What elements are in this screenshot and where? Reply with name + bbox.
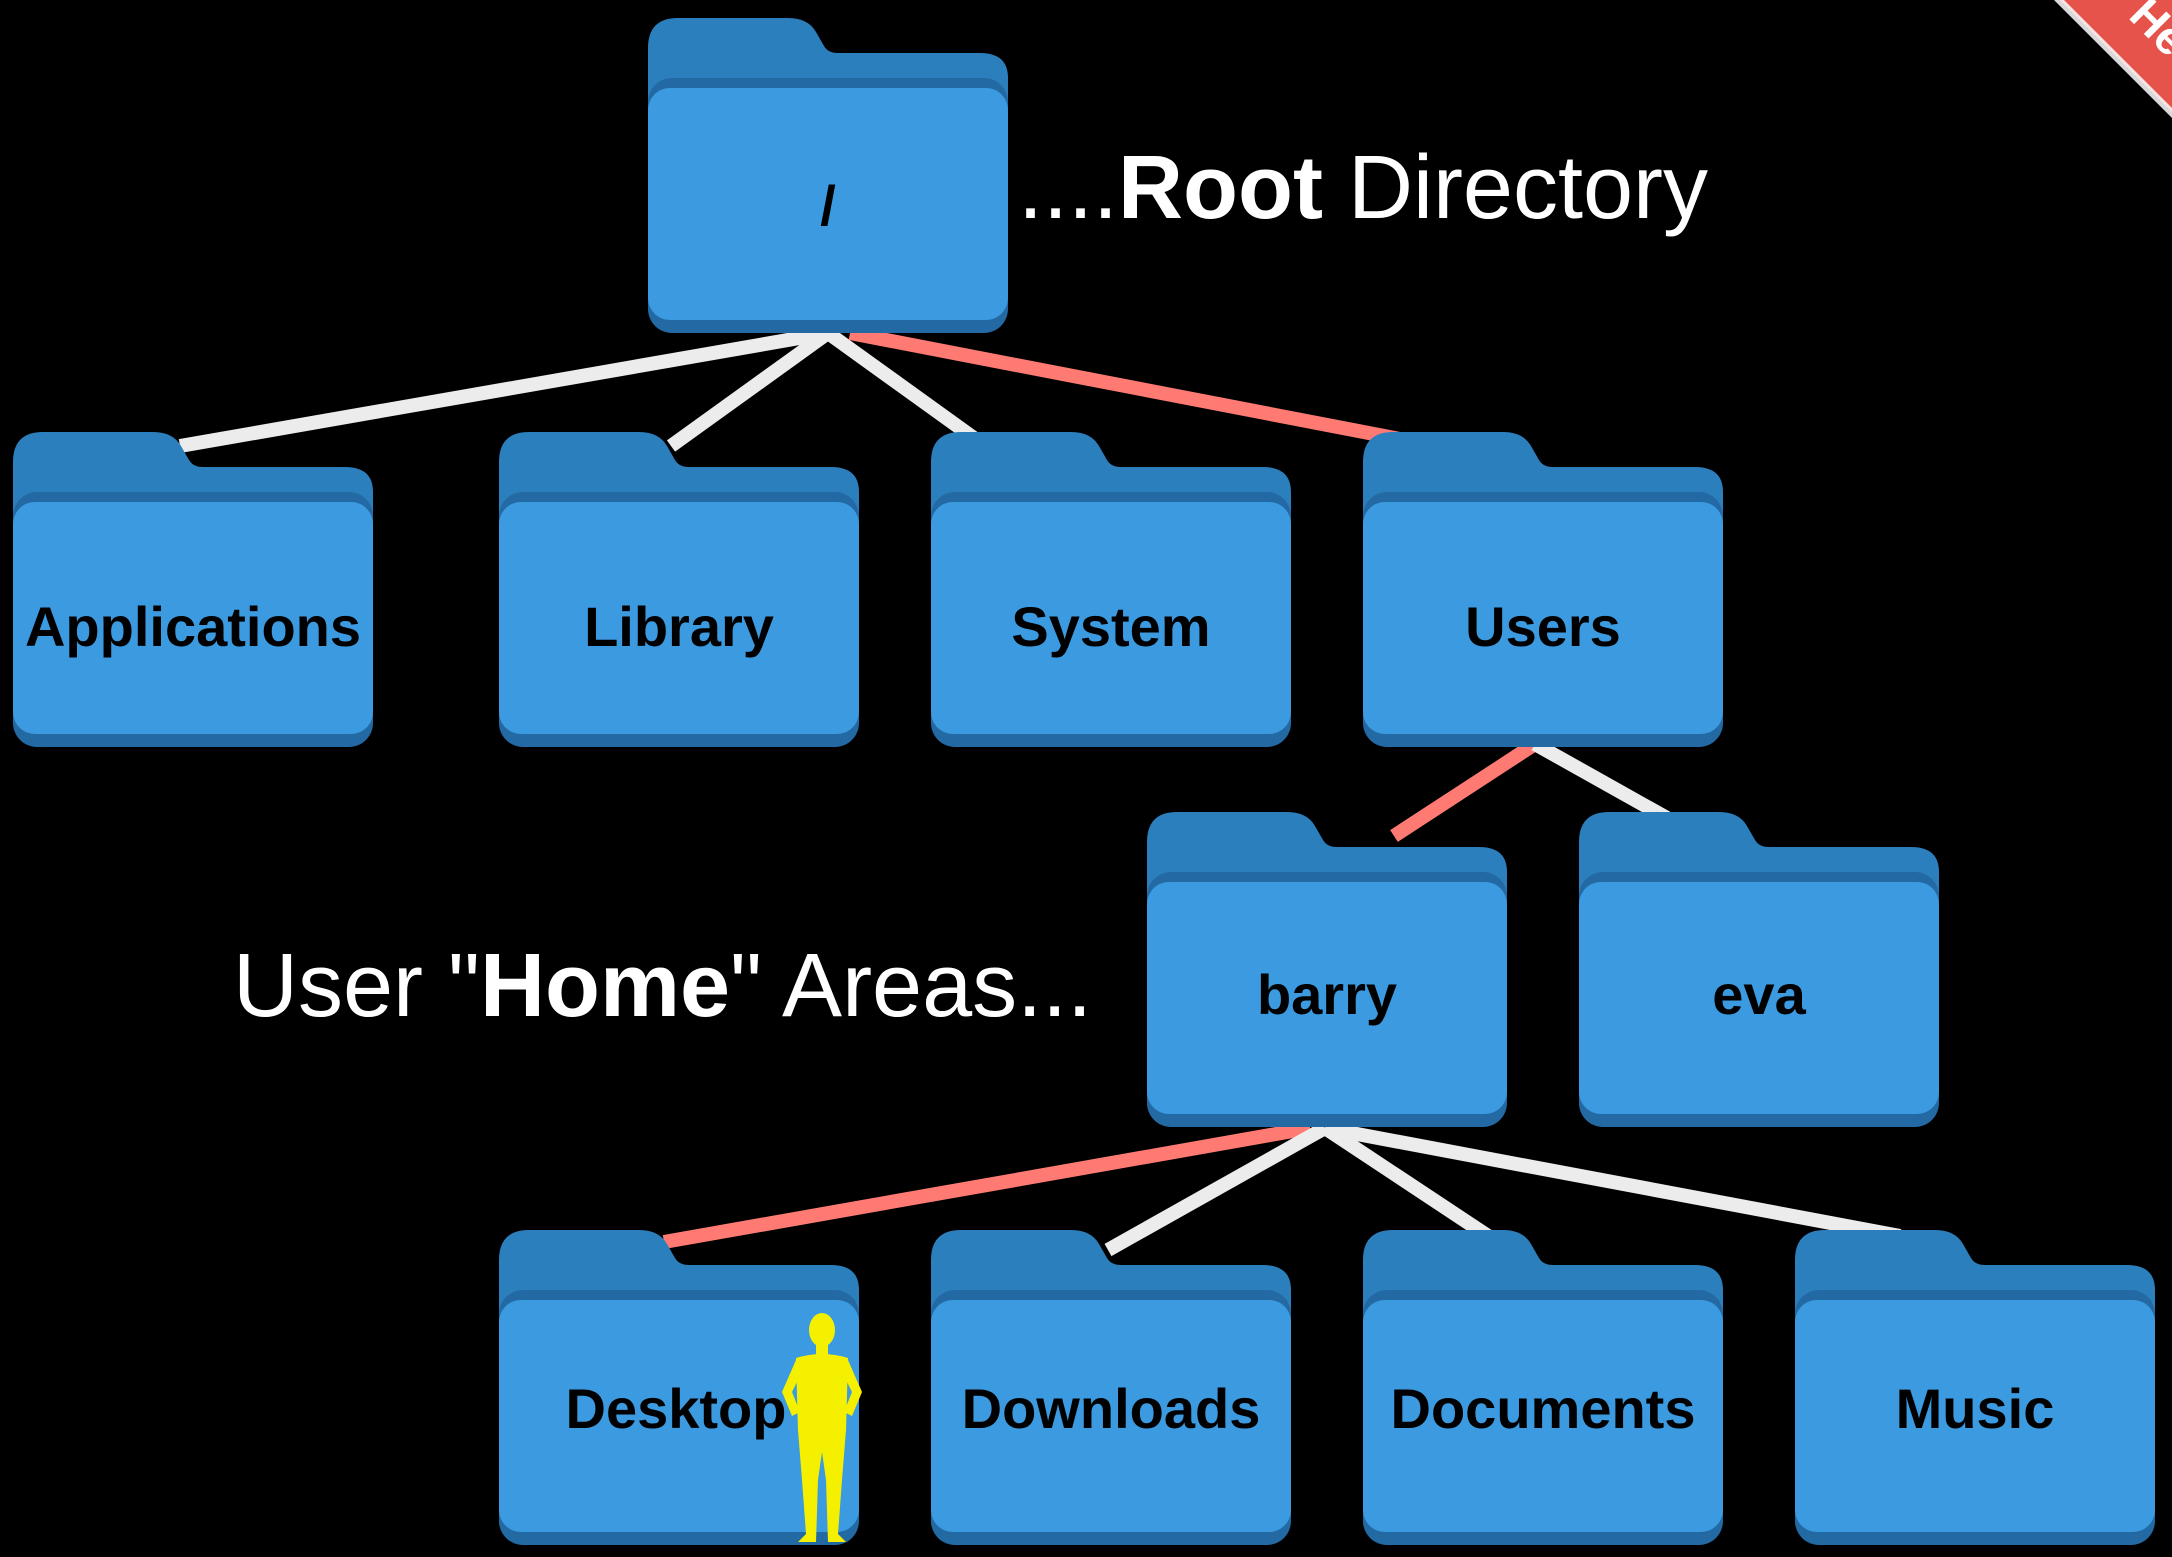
edge-barry-music (1323, 1121, 1902, 1243)
folder-barry[interactable]: barry (1147, 812, 1507, 1127)
edge-root-library (666, 327, 833, 452)
folder-label-eva: eva (1712, 963, 1806, 1026)
folder-music[interactable]: Music (1795, 1230, 2155, 1545)
edge-barry-desktop (662, 1121, 1312, 1249)
folder-label-root: / (820, 174, 836, 237)
edge-users-barry (1390, 738, 1539, 842)
connector-lines (178, 326, 1902, 1257)
folder-label-users: Users (1465, 595, 1621, 658)
folder-label-documents: Documents (1391, 1377, 1696, 1440)
folder-icon (1363, 432, 1723, 747)
folder-icon (13, 432, 373, 747)
folder-label-downloads: Downloads (962, 1377, 1261, 1440)
folder-label-music: Music (1896, 1377, 2055, 1440)
corner-ribbon: He (2054, 0, 2172, 118)
folder-desktop[interactable]: Desktop (499, 1230, 859, 1545)
edge-root-system (823, 327, 990, 452)
folder-root[interactable]: / (648, 18, 1008, 333)
folder-label-system: System (1011, 595, 1210, 658)
folder-icon (931, 432, 1291, 747)
annotation-home: User "Home" Areas... (233, 936, 1092, 1036)
folder-label-barry: barry (1257, 963, 1397, 1026)
edge-barry-downloads (1104, 1121, 1329, 1257)
folder-documents[interactable]: Documents (1363, 1230, 1723, 1545)
folder-users[interactable]: Users (1363, 432, 1723, 747)
folder-label-library: Library (584, 595, 774, 658)
annotation-root-bold: Root (1118, 138, 1323, 238)
annotation-root-dots: .... (1018, 138, 1118, 238)
folder-label-applications: Applications (25, 595, 361, 658)
folder-downloads[interactable]: Downloads (931, 1230, 1291, 1545)
folder-applications[interactable]: Applications (13, 432, 373, 747)
edge-users-eva (1531, 737, 1671, 825)
edge-barry-documents (1321, 1122, 1492, 1242)
folder-label-desktop: Desktop (566, 1377, 787, 1440)
folder-library[interactable]: Library (499, 432, 859, 747)
folder-system[interactable]: System (931, 432, 1291, 747)
person-silhouette-icon (782, 1313, 862, 1542)
edge-root-users (848, 326, 1407, 447)
annotation-home-pre: User " (233, 936, 480, 1036)
annotation-home-bold: Home (480, 936, 730, 1036)
annotation-root: ....Root Directory (1018, 138, 1708, 238)
folder-icon (499, 432, 859, 747)
annotation-root-rest: Directory (1323, 138, 1708, 238)
corner-ribbon-edge (2054, 0, 2172, 118)
folder-eva[interactable]: eva (1579, 812, 1939, 1127)
edge-root-applications (178, 326, 830, 453)
annotation-home-post: " Areas... (730, 936, 1092, 1036)
